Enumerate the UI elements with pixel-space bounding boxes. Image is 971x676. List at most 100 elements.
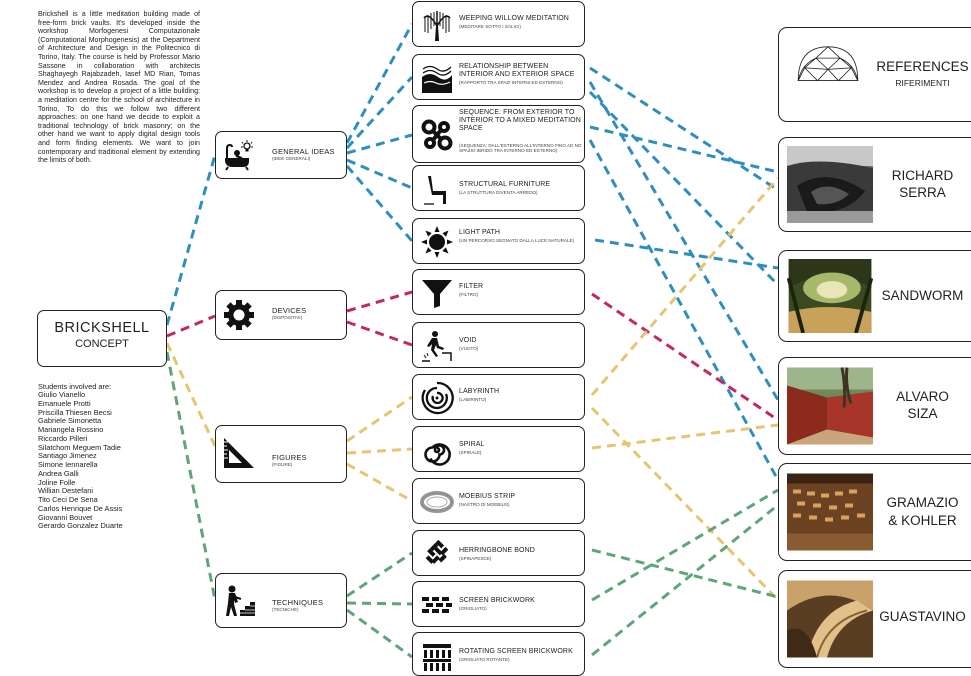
item-sublabel: (GRIGLIATO): [459, 606, 487, 611]
category-sublabel: (IDEE GENERALI): [272, 156, 311, 161]
item-sublabel: (UN PERCORSO SEGNATO DALLA LUCE NATURALE…: [459, 238, 575, 243]
item-label: SCREEN BRICKWORK: [459, 597, 535, 604]
category-label: DEVICES: [272, 306, 307, 315]
gear-icon: [224, 300, 254, 330]
waves-icon: [422, 65, 452, 93]
concept-subtitle: CONCEPT: [75, 338, 129, 350]
project-description: Brickshell is a little meditation buildi…: [38, 10, 200, 165]
link-general-furniture: [346, 158, 413, 190]
students-heading: Students involved are:: [38, 382, 112, 391]
link-labyrinth-guastavino: [590, 406, 780, 602]
link-relationship-serra: [589, 66, 779, 192]
category-techniques: TECHNIQUES (TECNICHE): [215, 573, 347, 628]
link-techniques-rotating: [346, 608, 413, 659]
student-name: Santiago Jimenez: [38, 451, 97, 461]
students-list: Giulio Vianello Emanuele Protti Priscill…: [38, 390, 123, 531]
concept-box: BRICKSHELL CONCEPT: [37, 310, 167, 367]
link-figures-moebius: [346, 462, 413, 503]
item-moebius: MOEBIUS STRIP (NASTRO DI MOEBIUS): [412, 478, 585, 524]
item-spiral: SPIRAL (SPIRALE): [412, 426, 585, 472]
item-label: WEEPING WILLOW MEDITATION: [459, 15, 569, 22]
student-name: Joline Folle: [38, 477, 76, 487]
funnel-icon: [422, 280, 452, 308]
link-figures-spiral: [346, 447, 413, 455]
student-name: Carlos Henrique De Assis: [38, 503, 123, 513]
link-concept-figures: [165, 342, 217, 447]
item-label: RELATIONSHIP BETWEEN INTERIOR AND EXTERI…: [459, 63, 575, 78]
student-name: Giovanni Bouvet: [38, 512, 93, 522]
link-herringbone-guastavino: [591, 548, 779, 599]
item-label: LABYRINTH: [459, 388, 500, 395]
reference-title: SANDWORM: [881, 288, 964, 303]
herringbone-icon: [425, 539, 449, 564]
link-techniques-screen: [346, 601, 413, 606]
link-concept-devices: [166, 314, 216, 338]
category-sublabel: (DISPOSITIVI): [272, 315, 303, 320]
item-herringbone: HERRINGBONE BOND (SPINAPESCE): [412, 530, 585, 576]
rotating-screen-icon: [423, 644, 451, 671]
link-general-light: [345, 165, 414, 242]
reference-name-line1: RICHARD: [891, 168, 954, 183]
reference-gramazio-kohler: GRAMAZIO & KOHLER: [778, 463, 971, 561]
willow-tree-icon: [423, 11, 451, 41]
item-label: VOID: [459, 337, 477, 344]
photo-gramazio-kohler: [787, 473, 873, 551]
item-sublabel: (SPINAPESCE): [459, 556, 492, 561]
reference-name-line2: SIZA: [907, 406, 938, 421]
link-concept-general: [165, 154, 217, 326]
student-name: Willian Destefani: [38, 486, 94, 496]
student-name: Riccardo Pilleri: [38, 433, 88, 443]
photo-alvaro-siza: [787, 367, 873, 445]
item-void: VOID (VUOTO): [412, 322, 585, 368]
link-screen-gramazio: [591, 488, 779, 602]
set-square-icon: [224, 438, 254, 468]
item-sublabel: (RAPPORTO TRA SPAZI INTERNI ED ESTERNO): [459, 80, 563, 85]
spiral-icon: [424, 443, 451, 466]
item-filter: FILTER (FILTRO): [412, 269, 585, 315]
moebius-strip-icon: [420, 491, 454, 513]
item-label: SPIRAL: [459, 441, 485, 448]
geodesic-dome-icon: [797, 46, 859, 82]
item-screen-brickwork: SCREEN BRICKWORK (GRIGLIATO): [412, 581, 585, 627]
link-labyrinth-serra: [590, 177, 780, 396]
student-name: Silatchom Meguem Tadie: [38, 442, 121, 452]
link-sequence-gramazio: [588, 139, 780, 481]
item-sublabel: (NASTRO DI MOEBIUS): [459, 502, 510, 507]
item-sublabel: (VUOTO): [459, 346, 479, 351]
link-rotating-gramazio: [591, 503, 779, 657]
student-name: Simone Iennarella: [38, 460, 98, 469]
photo-richard-serra: [787, 146, 873, 223]
falling-person-icon: [422, 331, 452, 362]
item-label: ROTATING SCREEN BRICKWORK: [459, 648, 573, 655]
link-devices-void: [346, 320, 413, 347]
category-label: GENERAL IDEAS: [272, 147, 335, 156]
link-figures-labyrinth: [346, 395, 413, 443]
link-relationship-sandworm: [588, 90, 780, 287]
category-general-ideas: GENERAL IDEAS (IDEE GENERALI): [215, 131, 347, 179]
bathtub-lightbulb-icon: [225, 140, 253, 171]
link-general-willow: [345, 23, 414, 144]
item-label: SEQUENCE: FROM EXTERIOR TO INTERIOR TO A…: [459, 109, 581, 132]
link-devices-filter: [346, 290, 413, 313]
link-spiral-siza: [591, 423, 779, 450]
link-relationship-siza: [588, 81, 780, 401]
student-name: Tito Ceci De Sena: [38, 495, 98, 504]
link-light-sandworm: [594, 238, 779, 270]
photo-guastavino: [787, 580, 873, 658]
linked-circles-icon: [421, 119, 453, 151]
reference-name-line1: GRAMAZIO: [886, 495, 959, 510]
category-sublabel: (TECNICHE): [272, 607, 299, 612]
reference-references: REFERENCES RIFERIMENTI: [778, 27, 971, 122]
item-weeping-willow: WEEPING WILLOW MEDITATION (MEDITARE SOTT…: [412, 1, 585, 47]
reference-name-line2: & KOHLER: [888, 513, 957, 528]
labyrinth-icon: [421, 381, 454, 415]
item-structural-furniture: STRUCTURAL FURNITURE (LA STRUTTURA DIVEN…: [412, 165, 585, 211]
item-light-path: LIGHT PATH (UN PERCORSO SEGNATO DALLA LU…: [412, 218, 585, 264]
item-label: HERRINGBONE BOND: [459, 547, 535, 554]
category-devices: DEVICES (DISPOSITIVI): [215, 290, 347, 340]
photo-sandworm: [787, 259, 873, 333]
sun-icon: [421, 226, 453, 258]
item-sublabel: (FILTRO): [459, 292, 479, 297]
student-name: Gabriele Simonetta: [38, 416, 102, 426]
